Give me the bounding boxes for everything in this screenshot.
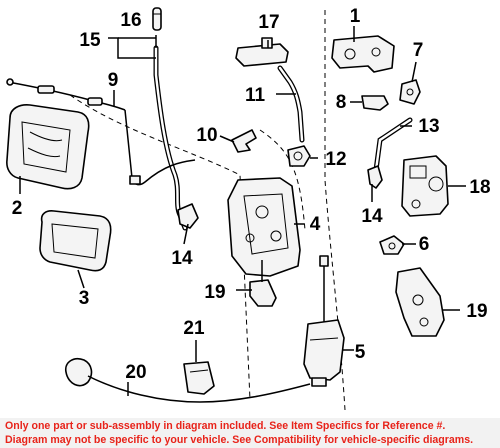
part-14-right-clip bbox=[367, 165, 383, 189]
part-21-wiring-harness bbox=[64, 357, 327, 403]
part-8-clip bbox=[361, 95, 389, 111]
callout-16: 16 bbox=[120, 10, 141, 31]
callout-3: 3 bbox=[79, 288, 90, 309]
part-18-door-latch bbox=[401, 155, 449, 217]
part-14-left-clip bbox=[177, 203, 199, 229]
part-3-handle-bezel bbox=[39, 210, 112, 272]
part-5-lock-actuator bbox=[303, 255, 345, 381]
callout-4: 4 bbox=[310, 214, 321, 235]
callout-15: 15 bbox=[79, 30, 101, 51]
callout-20: 19 bbox=[204, 282, 225, 303]
callout-13: 13 bbox=[418, 116, 439, 137]
part-12-rod-clip bbox=[287, 145, 311, 167]
part-17-bracket bbox=[235, 37, 289, 67]
part-1-latch-assembly bbox=[331, 35, 395, 73]
callout-9: 9 bbox=[108, 70, 119, 91]
callout-18: 18 bbox=[469, 177, 490, 198]
callout-10: 10 bbox=[196, 125, 217, 146]
door-outline-left bbox=[69, 94, 251, 401]
door-outline-right bbox=[324, 10, 346, 411]
callout-12: 12 bbox=[325, 149, 346, 170]
callout-7: 7 bbox=[413, 40, 424, 61]
part-6-lever bbox=[379, 235, 405, 255]
part-9-release-cable bbox=[6, 78, 196, 186]
part-22-connector bbox=[183, 361, 215, 395]
part-11-lock-rod bbox=[277, 65, 305, 143]
part-15-control-rod bbox=[153, 45, 188, 231]
disclaimer-line-2: Diagram may not be specific to your vehi… bbox=[5, 434, 474, 446]
part-16-rod-clip bbox=[152, 7, 162, 31]
disclaimer-line-1: Only one part or sub-assembly in diagram… bbox=[5, 420, 446, 432]
part-4-latch-plate bbox=[227, 177, 301, 277]
callout-1: 1 bbox=[350, 6, 361, 27]
disclaimer-banner: Only one part or sub-assembly in diagram… bbox=[0, 418, 500, 448]
callout-14-right: 14 bbox=[361, 206, 383, 227]
callout-5: 5 bbox=[355, 342, 366, 363]
callout-8: 8 bbox=[336, 92, 347, 113]
part-20-actuator-link bbox=[249, 260, 277, 307]
part-19-striker-bracket bbox=[395, 267, 445, 337]
part-10-clip bbox=[231, 129, 257, 153]
leader-lines bbox=[19, 26, 466, 396]
callout-6: 6 bbox=[419, 234, 430, 255]
callout-14-left: 14 bbox=[171, 248, 193, 269]
callout-19: 19 bbox=[466, 301, 487, 322]
callout-22: 21 bbox=[183, 318, 205, 339]
callout-11: 11 bbox=[245, 85, 266, 106]
part-7-lock-lever bbox=[399, 79, 421, 105]
callout-21: 20 bbox=[125, 362, 146, 383]
part-2-inside-handle bbox=[6, 104, 90, 190]
callout-2: 2 bbox=[12, 198, 23, 219]
callout-17: 17 bbox=[258, 12, 279, 33]
callout-numbers: 2 3 9 15 16 10 14 19 21 20 17 11 12 4 5 … bbox=[12, 6, 491, 383]
